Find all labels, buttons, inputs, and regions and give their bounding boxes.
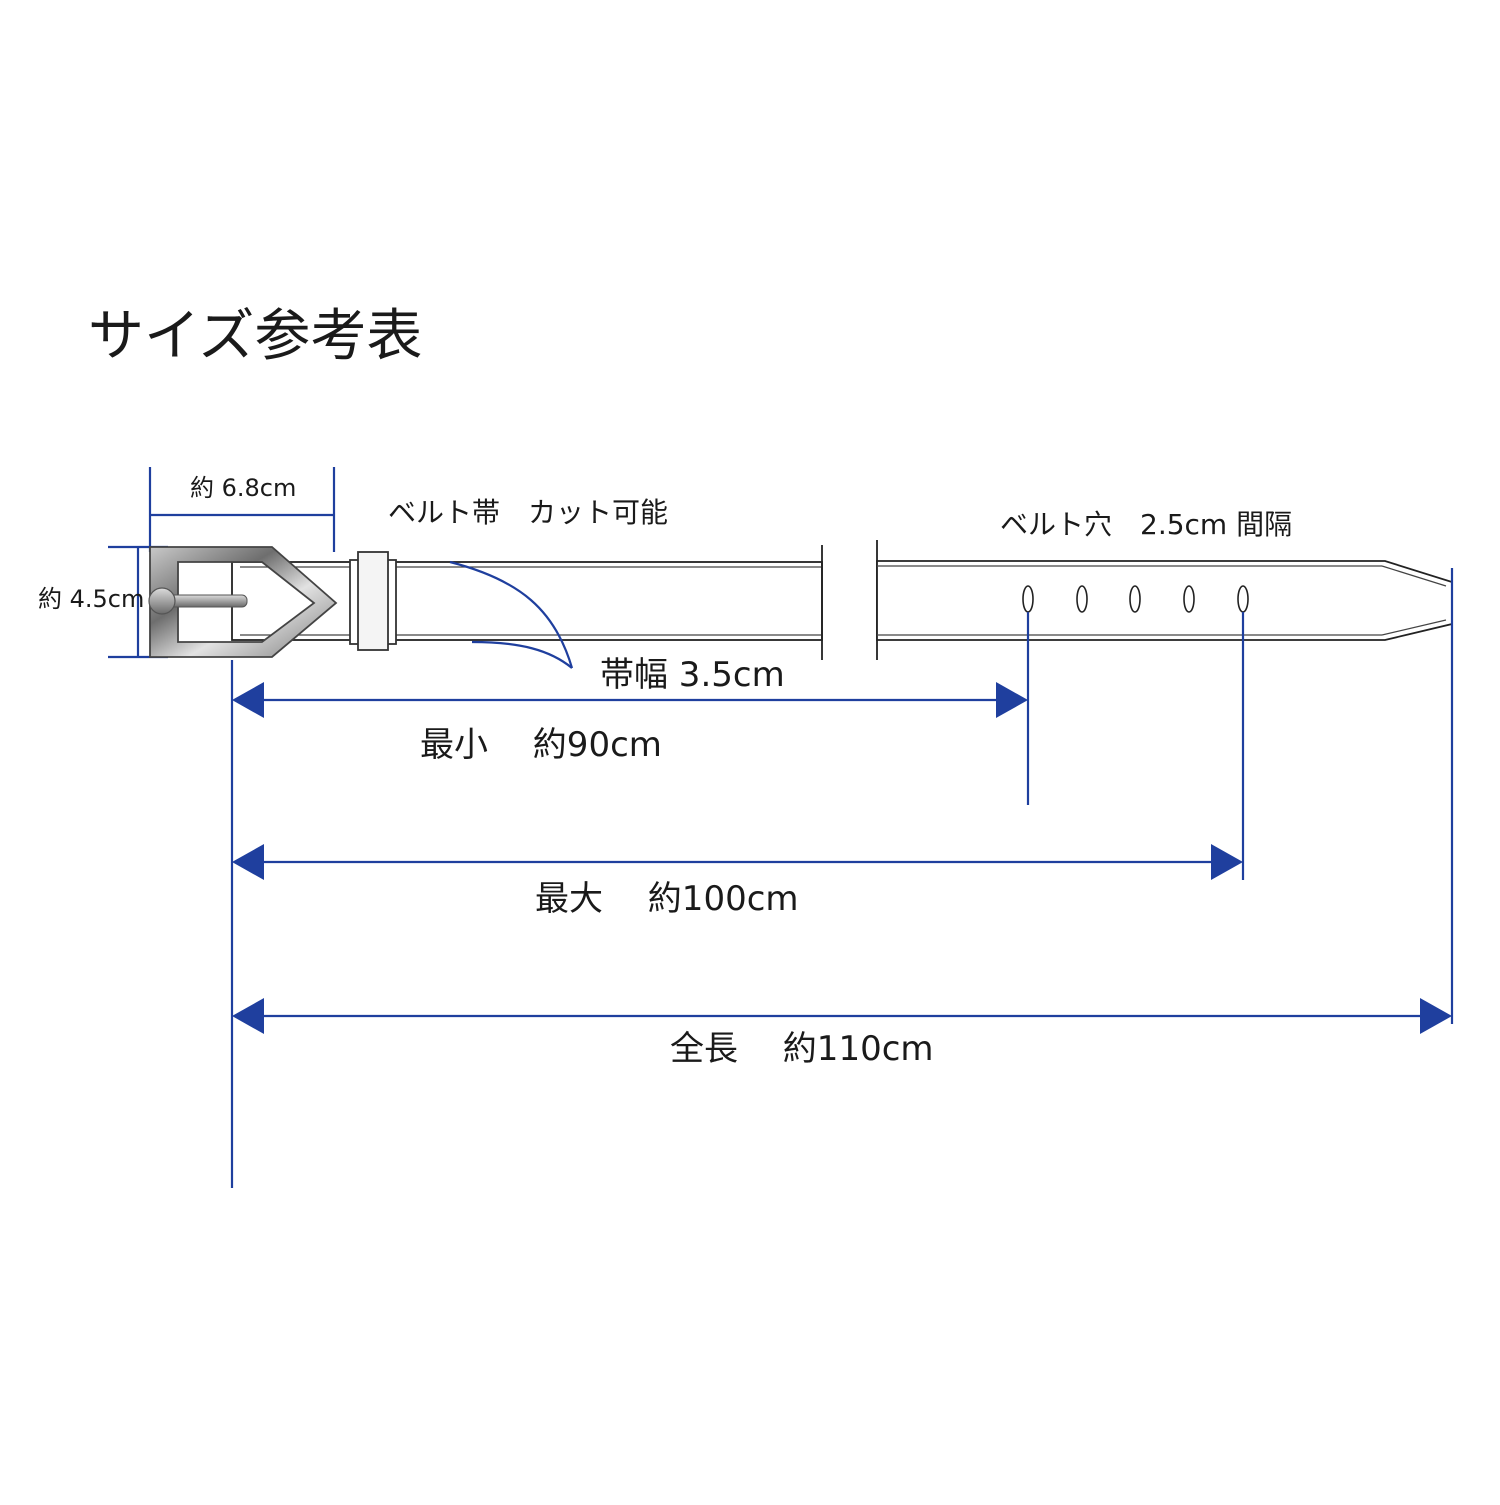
page-title: サイズ参考表 (88, 304, 422, 369)
buckle-width-label: 約 6.8cm (190, 474, 296, 502)
belt-keeper (349, 551, 397, 651)
buckle-height-dimension: 約 4.5cm (38, 545, 168, 659)
belt-hole (1022, 585, 1034, 613)
belt-hole (1076, 585, 1088, 613)
holes-spacing-label: ベルト穴 2.5cm 間隔 (1000, 508, 1292, 541)
belt-hole (1237, 585, 1249, 613)
total-length-dimension: 全長 約110cm (232, 568, 1454, 1069)
max-length-label: 最大 約100cm (535, 879, 799, 919)
belt-buckle-icon (148, 546, 338, 658)
min-length-label: 最小 約90cm (420, 725, 662, 765)
strap-cut-label: ベルト帯 カット可能 (388, 496, 668, 529)
belt-hole (1183, 585, 1195, 613)
strap-width-label: 帯幅 3.5cm (600, 655, 785, 695)
belt-hole (1129, 585, 1141, 613)
belt-strap-right (876, 540, 1453, 660)
total-length-label: 全長 約110cm (670, 1029, 934, 1069)
cut-indicator (449, 560, 574, 669)
buckle-height-label: 約 4.5cm (38, 585, 144, 613)
belt-holes (1022, 585, 1249, 613)
belt-strap-left (231, 545, 823, 660)
max-length-dimension: 最大 約100cm (232, 612, 1245, 919)
min-length-dimension: 最小 約90cm (232, 612, 1030, 805)
buckle-width-dimension: 約 6.8cm (148, 467, 336, 552)
